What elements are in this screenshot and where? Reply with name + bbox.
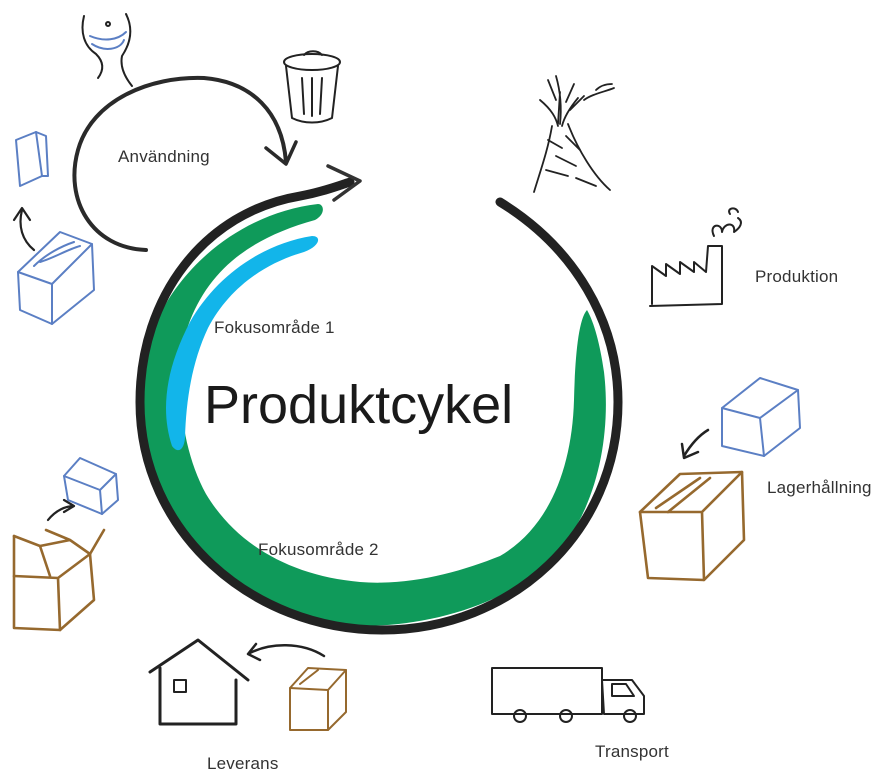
- truck-icon: [491, 667, 645, 723]
- usage-loop-arrow: [72, 75, 288, 252]
- box-icon: [15, 131, 49, 187]
- box-icon: [721, 377, 801, 457]
- warehousing-arrow: [680, 428, 710, 460]
- box-icon: [289, 667, 347, 731]
- tissue-arrow: [12, 206, 36, 252]
- delivery-arrow: [246, 642, 326, 662]
- cycle-ring: [135, 177, 623, 635]
- stage-label-transport: Transport: [595, 742, 669, 761]
- tissue-box-icon: [17, 231, 95, 325]
- open-box-icon: [12, 528, 106, 632]
- stage-label-usage: Användning: [118, 147, 210, 166]
- box-icon: [63, 457, 119, 515]
- tree-icon: [533, 75, 615, 193]
- house-icon: [148, 638, 250, 726]
- focus-area-1-label: Fokusområde 1: [214, 318, 335, 337]
- usage-loop-arrow-head: [264, 140, 298, 166]
- focus-area-2-label: Fokusområde 2: [258, 540, 379, 559]
- stage-label-warehousing: Lagerhållning: [767, 478, 872, 497]
- focus-area-1-band: [166, 236, 319, 451]
- factory-icon: [649, 207, 742, 307]
- cycle-arrow-head: [326, 164, 362, 202]
- stage-label-delivery: Leverans: [207, 754, 279, 773]
- open-box-arrow: [46, 498, 76, 522]
- stage-label-production: Produktion: [755, 267, 839, 286]
- diagram-title: Produktcykel: [204, 375, 514, 435]
- trash-can-icon: [283, 50, 341, 124]
- box-icon: [638, 470, 746, 582]
- person-icon: [81, 13, 133, 87]
